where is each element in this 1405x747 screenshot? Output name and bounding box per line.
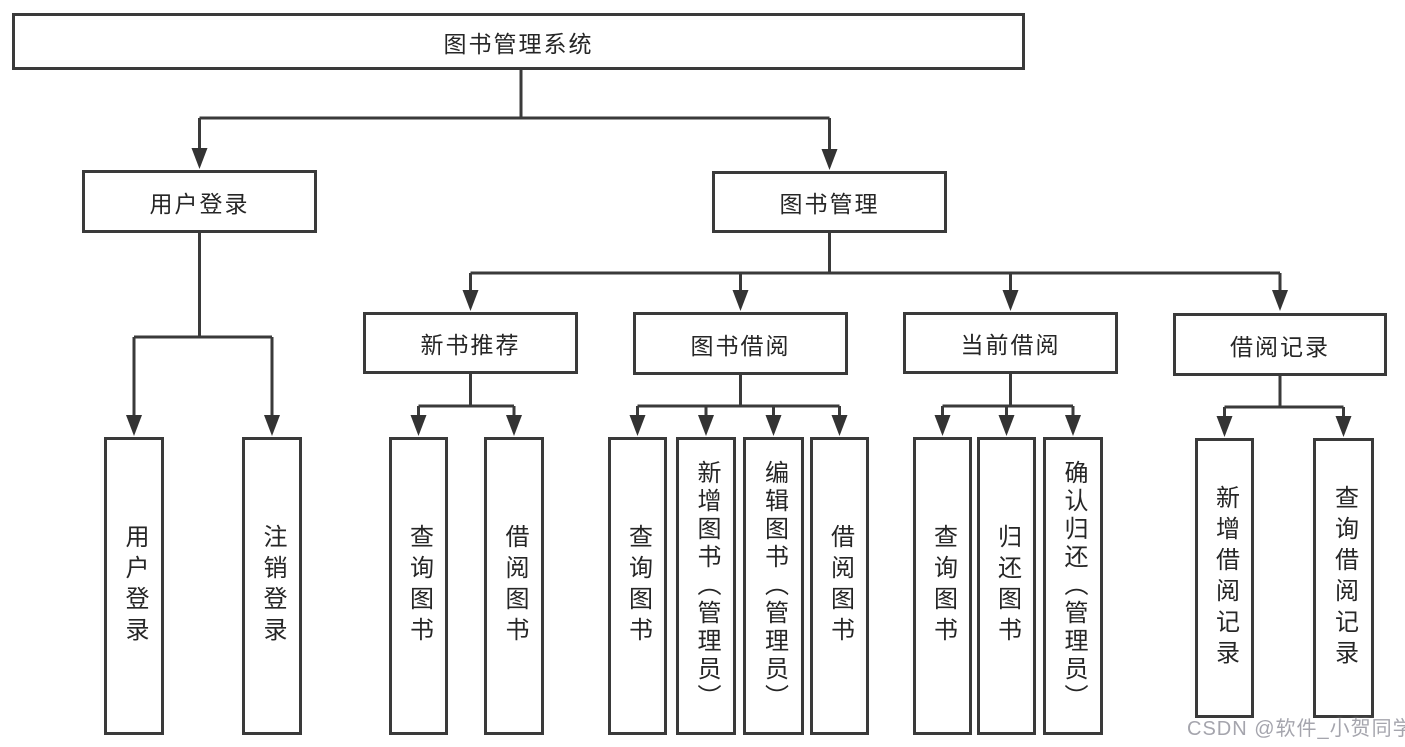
arrow-down-icon	[821, 149, 838, 170]
arrow-down-icon	[506, 415, 522, 436]
node-user-login: 用户登录	[82, 170, 317, 233]
watermark: CSDN @软件_小贺同学	[1187, 718, 1405, 740]
arrow-down-icon	[1002, 290, 1019, 311]
arrow-down-icon	[462, 290, 479, 311]
arrow-down-icon	[831, 415, 848, 436]
arrow-down-icon	[998, 415, 1015, 436]
leaf-add-borrow-record: 新增借阅记录	[1195, 438, 1254, 718]
leaf-return-books: 归还图书	[977, 437, 1036, 735]
arrow-down-icon	[765, 415, 782, 436]
arrow-down-icon	[1272, 290, 1288, 311]
leaf-query-borrow-record: 查询借阅记录	[1313, 438, 1374, 718]
leaf-confirm-return-admin: 确认归还（管理员）	[1043, 437, 1103, 735]
leaf-query-books-current: 查询图书	[913, 437, 972, 735]
arrow-down-icon	[698, 415, 714, 436]
arrow-down-icon	[629, 415, 646, 436]
leaf-edit-book-admin: 编辑图书（管理员）	[743, 437, 804, 735]
leaf-borrow-books-recommend: 借阅图书	[484, 437, 544, 735]
arrow-down-icon	[1065, 415, 1081, 436]
arrow-down-icon	[934, 415, 951, 436]
arrow-down-icon	[264, 415, 280, 436]
arrow-down-icon	[191, 148, 208, 169]
node-root-library-management-system: 图书管理系统	[12, 13, 1025, 70]
node-borrowing-records: 借阅记录	[1173, 313, 1387, 376]
arrow-down-icon	[732, 290, 749, 311]
node-new-book-recommendation: 新书推荐	[363, 312, 578, 374]
leaf-borrow-books: 借阅图书	[810, 437, 869, 735]
node-current-borrowing: 当前借阅	[903, 312, 1118, 374]
leaf-logout: 注销登录	[242, 437, 302, 735]
leaf-query-books-recommend: 查询图书	[389, 437, 448, 735]
node-book-management: 图书管理	[712, 171, 947, 233]
arrow-down-icon	[126, 415, 142, 436]
arrow-down-icon	[1335, 416, 1352, 437]
leaf-user-login: 用户登录	[104, 437, 164, 735]
arrow-down-icon	[1216, 416, 1233, 437]
node-book-borrowing: 图书借阅	[633, 312, 848, 375]
arrow-down-icon	[410, 415, 427, 436]
leaf-add-book-admin: 新增图书（管理员）	[676, 437, 736, 735]
leaf-query-books-borrow: 查询图书	[608, 437, 667, 735]
